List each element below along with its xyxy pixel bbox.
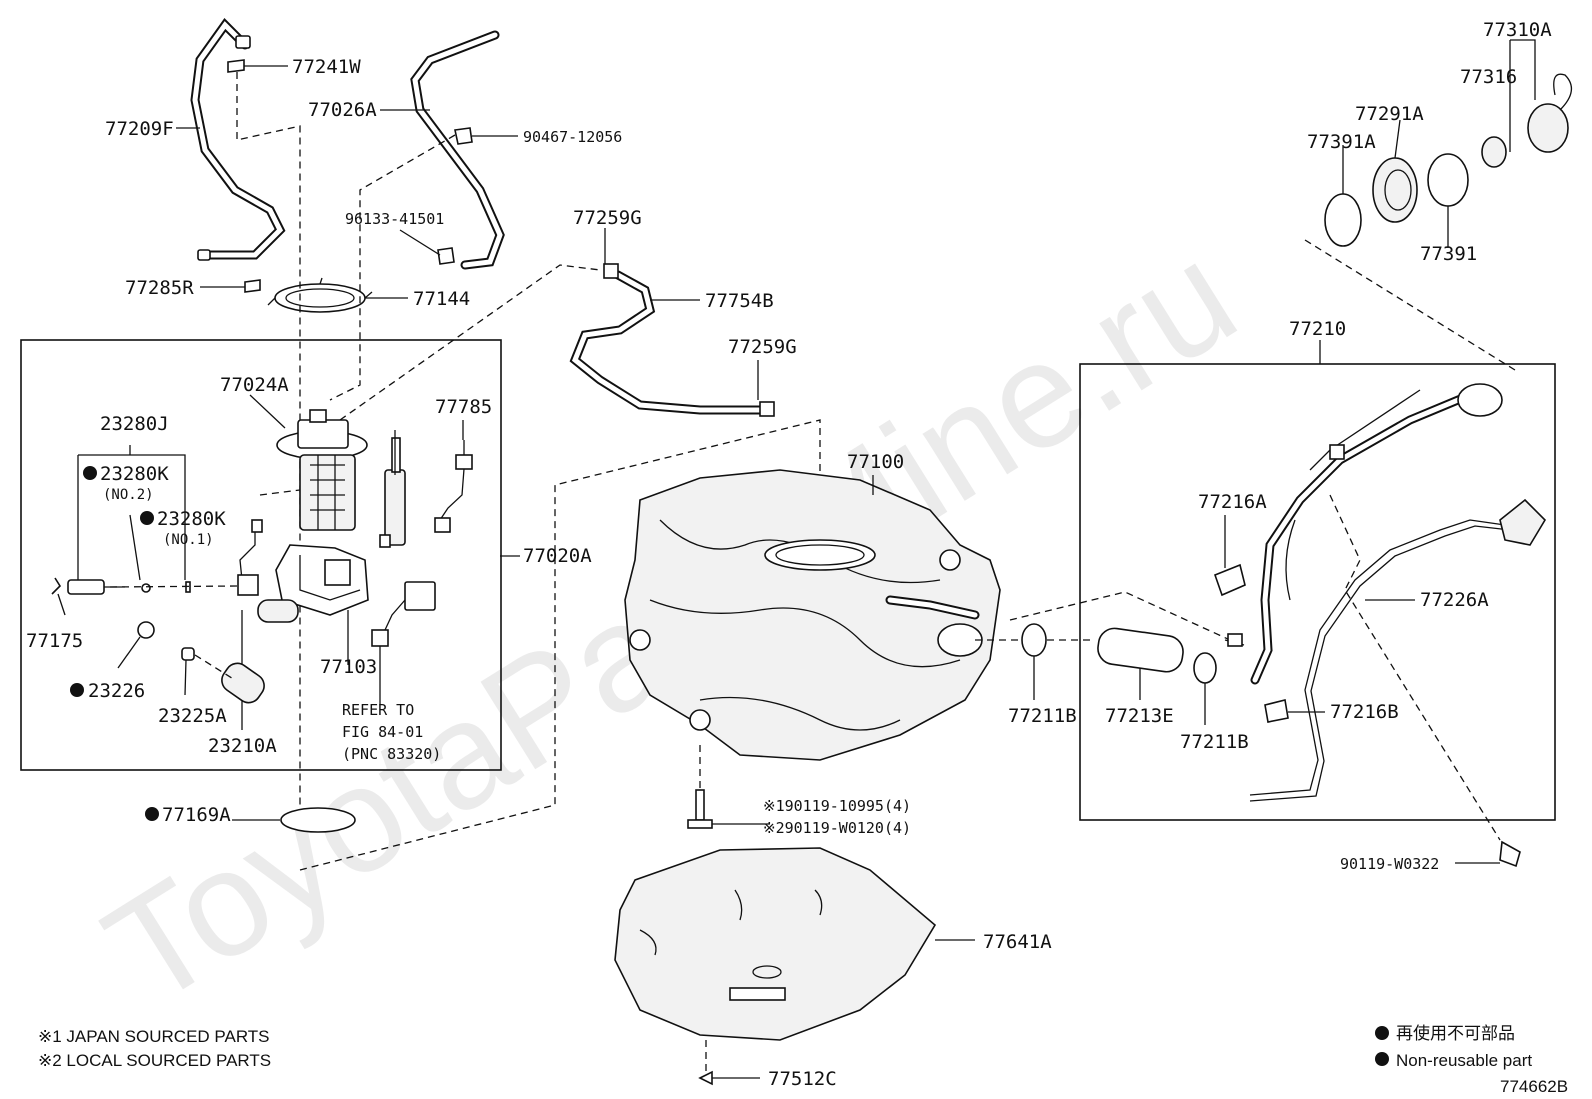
- non-reusable-dot-icon: [70, 683, 84, 697]
- clip-96133-icon: [437, 247, 455, 265]
- label-77754B: 77754B: [705, 290, 774, 312]
- o-ring-23225A-icon: [181, 647, 195, 661]
- label-77391A: 77391A: [1307, 131, 1376, 153]
- note-local-sourced: ※2 LOCAL SOURCED PARTS: [38, 1051, 271, 1070]
- label-77209F: 77209F: [105, 118, 174, 140]
- label-77259G-top: 77259G: [573, 207, 642, 229]
- clamp-77259G-bottom-icon: [759, 401, 775, 417]
- bolt-90119-10995: [687, 745, 713, 829]
- label-77211B-left: 77211B: [1008, 705, 1077, 727]
- filler-pipe-box: [1079, 363, 1556, 821]
- breather-tube-77226A: [1249, 498, 1547, 802]
- clamp-77216B-icon: [1264, 699, 1289, 723]
- clamp-77259G-top-icon: [603, 263, 619, 279]
- label-77291A: 77291A: [1355, 103, 1424, 125]
- label-23210A: 23210A: [208, 735, 277, 757]
- connector-harness: [371, 581, 436, 647]
- fuel-pump-module-77024A: [276, 409, 368, 531]
- label-23226: 23226: [88, 680, 145, 702]
- figure-id: 774662B: [1500, 1077, 1568, 1096]
- label-77316: 77316: [1460, 66, 1517, 88]
- o-ring-77391-icon: [1427, 153, 1469, 207]
- label-23280K-no1: 23280K: [157, 508, 226, 530]
- hose-77026A: [410, 30, 505, 270]
- non-reusable-dot-icon: [145, 807, 159, 821]
- label-77512C: 77512C: [768, 1068, 837, 1090]
- hose-77754B: [569, 263, 775, 417]
- label-23280K-no2-sub: (NO.2): [103, 487, 154, 503]
- label-96133-41501: 96133-41501: [345, 210, 444, 228]
- refer-line-1: REFER TO: [342, 701, 414, 719]
- label-90119-W0322: 90119-W0322: [1340, 855, 1439, 873]
- clip-77512C-icon: [698, 1070, 713, 1086]
- label-bolt-japan: ※190119-10995(4): [763, 797, 911, 815]
- label-23225A: 23225A: [158, 705, 227, 727]
- label-23280J: 23280J: [100, 413, 169, 435]
- protector-77641A: [614, 847, 937, 1041]
- label-77020A: 77020A: [523, 545, 592, 567]
- clamp-77211B-right-icon: [1193, 652, 1217, 684]
- wire-77785: [434, 440, 473, 533]
- label-77213E: 77213E: [1105, 705, 1174, 727]
- fuel-pump-23210A: [221, 519, 299, 704]
- fuel-cap-77310A-icon: [1527, 103, 1569, 153]
- refer-line-3: (PNC 83320): [342, 745, 441, 763]
- legend-dot-icon: [1375, 1052, 1389, 1066]
- note-japan-sourced: ※1 JAPAN SOURCED PARTS: [38, 1027, 270, 1046]
- fuel-cap-group: [1324, 73, 1572, 247]
- label-bolt-local: ※290119-W0120(4): [763, 819, 911, 837]
- label-77211B-right: 77211B: [1180, 731, 1249, 753]
- clip-90467-icon: [454, 127, 473, 145]
- label-77216A: 77216A: [1198, 491, 1267, 513]
- wire-harness-77209F: [190, 18, 286, 261]
- label-77103: 77103: [320, 656, 377, 678]
- label-77175: 77175: [26, 630, 83, 652]
- label-77785: 77785: [435, 396, 492, 418]
- label-77226A: 77226A: [1420, 589, 1489, 611]
- legend-en: Non-reusable part: [1396, 1051, 1532, 1070]
- clamp-77285R-icon: [244, 279, 261, 293]
- label-77024A: 77024A: [220, 374, 289, 396]
- refer-line-2: FIG 84-01: [342, 723, 423, 741]
- retainer-ring-77144: [267, 277, 373, 313]
- label-77259G-bottom: 77259G: [728, 336, 797, 358]
- label-77241W: 77241W: [292, 56, 361, 78]
- label-77310A: 77310A: [1483, 19, 1552, 41]
- legend-jp: 再使用不可部品: [1396, 1023, 1515, 1043]
- label-77641A: 77641A: [983, 931, 1052, 953]
- level-sender-arm: [379, 430, 406, 548]
- pressure-regulator-23280J: [51, 577, 191, 595]
- gasket-77391A-icon: [1324, 193, 1362, 247]
- clip-77241W-icon: [227, 59, 245, 73]
- label-77169A: 77169A: [162, 804, 231, 826]
- clamp-77211B-left-icon: [1021, 623, 1047, 657]
- non-reusable-dot-icon: [140, 511, 154, 525]
- gasket-77169A: [280, 807, 356, 833]
- pump-assembly-box: [20, 339, 502, 771]
- non-reusable-dot-icon: [83, 466, 97, 480]
- bolt-90119-W0322-icon: [1499, 840, 1521, 868]
- fuel-tank-77100: [624, 469, 1001, 761]
- legend-dot-icon: [1375, 1026, 1389, 1040]
- bracket-77103: [275, 544, 369, 616]
- label-23280K-no2: 23280K: [100, 463, 169, 485]
- label-77026A: 77026A: [308, 99, 377, 121]
- label-77285R: 77285R: [125, 277, 194, 299]
- label-77144: 77144: [413, 288, 470, 310]
- label-77100: 77100: [847, 451, 904, 473]
- filler-pipe-77210: [1224, 383, 1503, 685]
- label-77216B: 77216B: [1330, 701, 1399, 723]
- o-ring-23226-icon: [137, 621, 155, 639]
- clamp-77216A-icon: [1213, 563, 1246, 597]
- label-77391: 77391: [1420, 243, 1477, 265]
- label-23280K-no1-sub: (NO.1): [163, 532, 214, 548]
- label-77210: 77210: [1289, 318, 1346, 340]
- label-90467-12056: 90467-12056: [523, 128, 622, 146]
- ring-77316-icon: [1481, 136, 1507, 168]
- hose-77213E-icon: [1097, 627, 1184, 673]
